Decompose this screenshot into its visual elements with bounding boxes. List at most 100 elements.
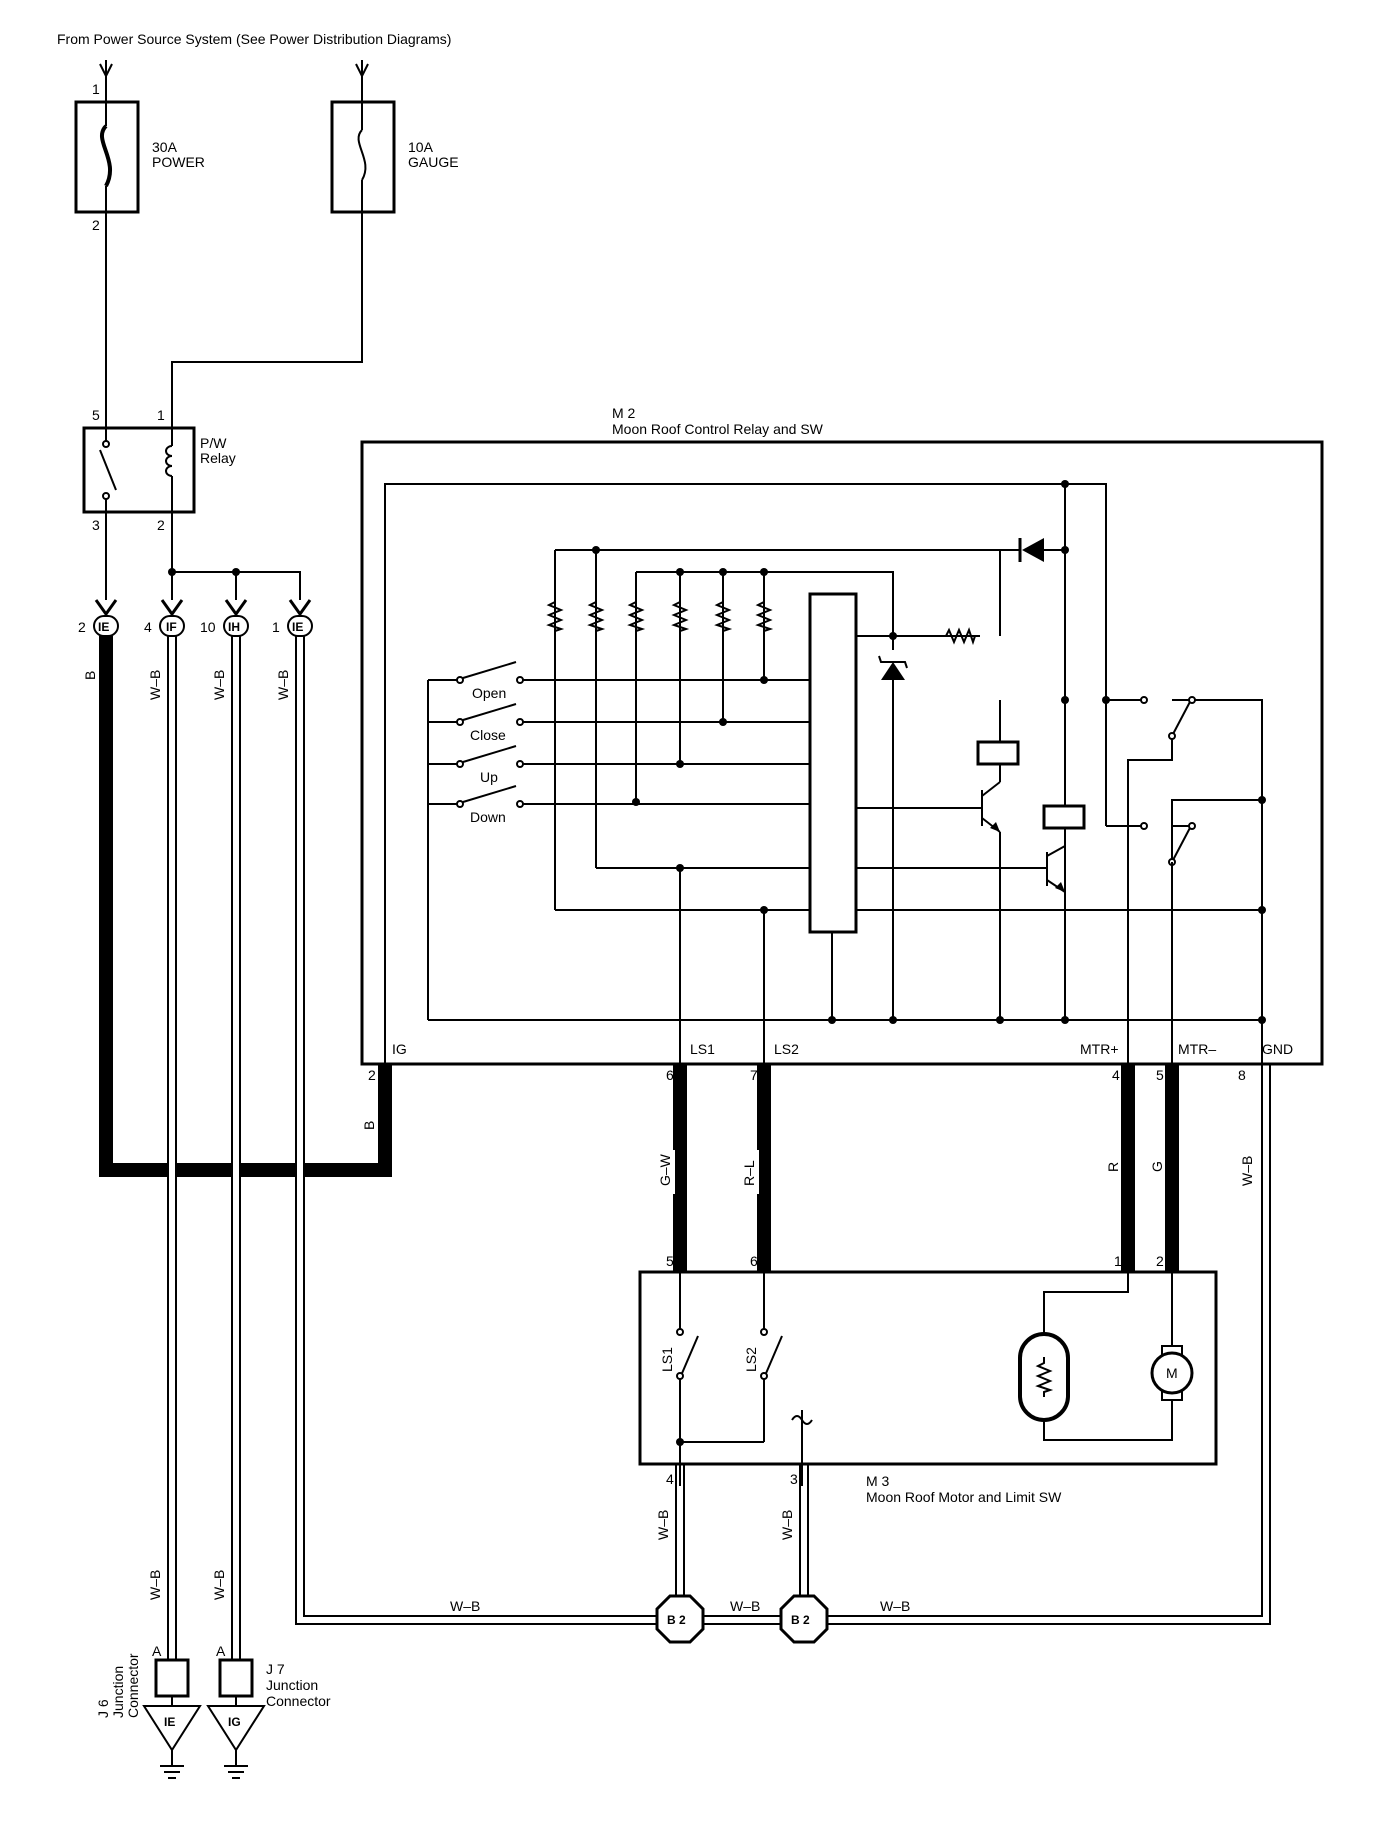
j6-ground-code: IE <box>164 1715 175 1729</box>
m3-pin-1: 1 <box>1114 1253 1122 1269</box>
m3-ground-wires <box>675 1464 809 1596</box>
pin-ls2: 7 <box>750 1067 758 1083</box>
wire-label-gnd: W–B <box>1239 1156 1255 1186</box>
wire-label-m3-pin4: W–B <box>655 1510 671 1540</box>
connector-3: IH 10 <box>200 599 249 637</box>
j7-id: J 7 <box>266 1661 285 1677</box>
relay-output-dots <box>168 568 240 576</box>
m3-pin-6: 6 <box>750 1253 758 1269</box>
motor-unit-m3: 5 6 1 2 LS1 LS2 <box>638 1253 1218 1505</box>
power-input-arrows <box>99 60 369 102</box>
pin-gnd: 8 <box>1238 1067 1246 1083</box>
wire-wb-j7 <box>231 636 241 1660</box>
connector-1-pin: 2 <box>78 619 86 635</box>
control-unit-m2: M 2 Moon Roof Control Relay and SW <box>360 405 1324 1083</box>
motor-label: M <box>1166 1365 1178 1381</box>
wire-label-j7: W–B <box>211 1570 227 1600</box>
control-unit-id: M 2 <box>612 405 636 421</box>
fuse-power-rating: 30A <box>152 139 178 155</box>
connector-3-pin: 10 <box>200 619 216 635</box>
fuse-power-pin-in: 1 <box>92 81 100 97</box>
m3-pin-5: 5 <box>666 1253 674 1269</box>
wire-label-ls1: G–W <box>657 1153 673 1186</box>
motor-unit-name: Moon Roof Motor and Limit SW <box>866 1489 1062 1505</box>
pw-relay: 5 1 3 2 P/W Relay <box>82 407 236 533</box>
relay-pin-5: 5 <box>92 407 100 423</box>
fuse-30a-power: 1 2 30A POWER <box>74 81 205 233</box>
fuse-10a-gauge: 10A GAUGE <box>330 100 459 214</box>
pin-ls1: 6 <box>666 1067 674 1083</box>
wire-label-ig: B <box>361 1121 377 1130</box>
relay-output-wires <box>105 512 301 600</box>
ground-bus-labels: W–B W–B W–B <box>445 1598 917 1614</box>
connector-2: IF 4 <box>144 599 185 637</box>
j6-line2: Connector <box>125 1653 141 1718</box>
ground-bus-label-2: W–B <box>730 1598 760 1614</box>
j6-pin: A <box>152 1643 162 1659</box>
switch-down-label: Down <box>470 809 506 825</box>
switch-close-label: Close <box>470 727 506 743</box>
m3-pin-3: 3 <box>790 1471 798 1487</box>
wire-label-mtr-minus: G <box>1149 1161 1165 1172</box>
ground-point-b2-b: B 2 <box>779 1594 829 1644</box>
j6-line1: Junction <box>110 1666 126 1718</box>
connector-4-pin: 1 <box>272 619 280 635</box>
pin-mtr-minus: 5 <box>1156 1067 1164 1083</box>
j7-ground-code: IG <box>228 1715 241 1729</box>
connector-3-code: IH <box>228 620 240 634</box>
junction-j6: A IE J 6 Junction Connector <box>95 1643 202 1779</box>
connector-2-code: IF <box>166 620 177 634</box>
fuse-power-pin-out: 2 <box>92 217 100 233</box>
relay-label-line1: P/W <box>200 435 227 451</box>
wire-b-thick <box>99 636 392 1177</box>
switch-up-label: Up <box>480 769 498 785</box>
junction-j7: A IG J 7 Junction Connector <box>206 1643 331 1779</box>
j7-line2: Connector <box>266 1693 331 1709</box>
motor-symbol: M <box>1150 1345 1194 1401</box>
relay-feed-wires <box>105 212 363 428</box>
wire-label-j6: W–B <box>147 1570 163 1600</box>
terminal-mtr-plus: MTR+ <box>1080 1041 1119 1057</box>
m3-pin-2: 2 <box>1156 1253 1164 1269</box>
motor-unit-id: M 3 <box>866 1473 890 1489</box>
ground-bus-label-3: W–B <box>880 1598 910 1614</box>
terminal-ig: IG <box>392 1041 407 1057</box>
wire-wb-j6 <box>167 636 177 1660</box>
connector-4: IE 1 <box>272 599 313 637</box>
terminal-mtr-minus: MTR– <box>1178 1041 1216 1057</box>
ground-point-b2-a: B 2 <box>655 1594 705 1644</box>
fuse-gauge-name: GAUGE <box>408 154 459 170</box>
m3-switch-ls2: LS2 <box>743 1347 759 1372</box>
wire-label-ls2: R–L <box>741 1160 757 1186</box>
relay-pin-2: 2 <box>157 517 165 533</box>
pin-mtr-plus: 4 <box>1112 1067 1120 1083</box>
relay-label-line2: Relay <box>200 450 236 466</box>
terminal-ls2: LS2 <box>774 1041 799 1057</box>
relay-pin-1: 1 <box>157 407 165 423</box>
source-note: From Power Source System (See Power Dist… <box>57 31 451 47</box>
connector-2-pin: 4 <box>144 619 152 635</box>
j7-line1: Junction <box>266 1677 318 1693</box>
m3-pin-4: 4 <box>666 1471 674 1487</box>
j6-id: J 6 <box>95 1699 111 1718</box>
terminal-gnd: GND <box>1262 1041 1293 1057</box>
m3-switch-ls1: LS1 <box>659 1347 675 1372</box>
pin-ig: 2 <box>368 1067 376 1083</box>
j7-pin: A <box>216 1643 226 1659</box>
wire-label-c4: W–B <box>275 670 291 700</box>
terminal-ls1: LS1 <box>690 1041 715 1057</box>
wire-label-c2: W–B <box>147 670 163 700</box>
fuse-power-name: POWER <box>152 154 205 170</box>
ground-point-b2-b-label: B 2 <box>791 1613 810 1627</box>
fuse-gauge-rating: 10A <box>408 139 434 155</box>
connector-1-code: IE <box>98 620 109 634</box>
wire-label-c1: B <box>82 671 98 680</box>
connector-4-code: IE <box>292 620 303 634</box>
wire-crossings <box>169 1162 303 1178</box>
wire-label-c3: W–B <box>211 670 227 700</box>
control-unit-name: Moon Roof Control Relay and SW <box>612 421 824 437</box>
wire-label-mtr-plus: R <box>1105 1162 1121 1172</box>
ground-bus-label-1: W–B <box>450 1598 480 1614</box>
connector-1: IE 2 <box>78 599 119 637</box>
ground-point-b2-a-label: B 2 <box>667 1613 686 1627</box>
